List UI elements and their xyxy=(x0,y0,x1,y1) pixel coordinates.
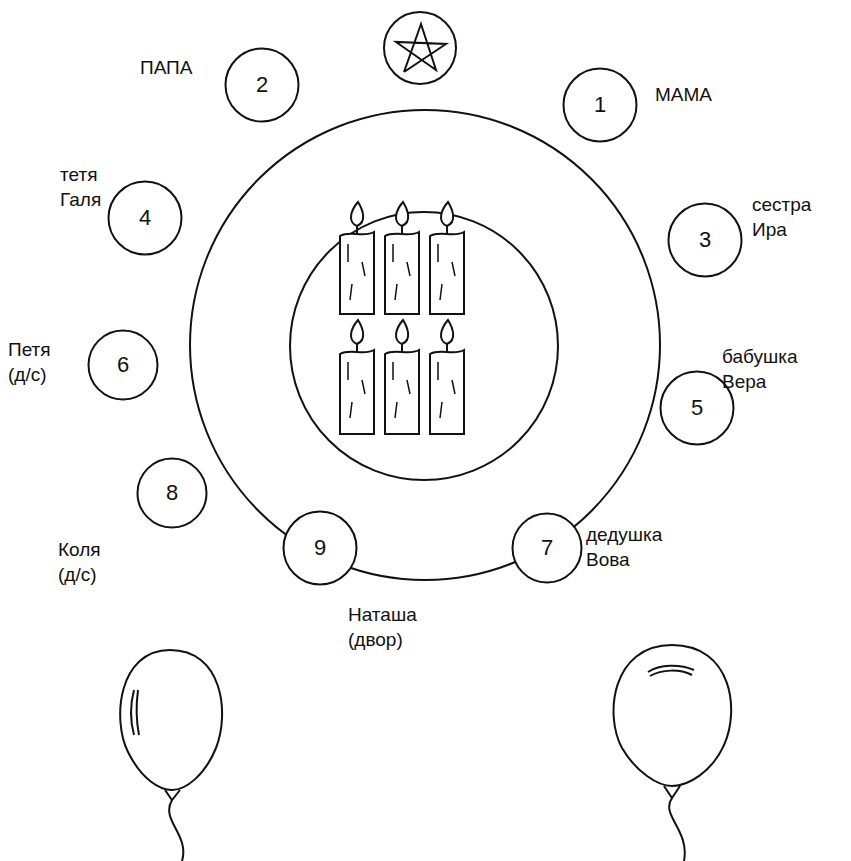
numbered-circle: 8Коля (д/с) xyxy=(136,457,208,529)
star-symbol xyxy=(396,24,446,72)
person-label: тетя Галя xyxy=(60,162,122,212)
candle-wick xyxy=(356,344,358,352)
candle-flame xyxy=(396,320,408,344)
cake-inner-circle xyxy=(290,212,558,480)
candle-body xyxy=(430,232,464,314)
balloon-string xyxy=(669,798,685,861)
candles xyxy=(340,202,464,434)
candle-drip xyxy=(438,362,455,418)
callout-number: 9 xyxy=(282,510,358,586)
candle-wick xyxy=(401,344,403,352)
candle-body xyxy=(340,350,374,434)
numbered-circle: 9Наташа (двор) xyxy=(282,510,358,586)
candle-drip xyxy=(348,244,365,300)
balloon-highlight xyxy=(131,690,139,735)
callout-number: 1 xyxy=(562,67,638,143)
balloon-knot xyxy=(664,786,680,798)
callout-number: 3 xyxy=(667,202,743,278)
balloon-knot xyxy=(165,790,180,800)
candle-flame xyxy=(351,320,363,344)
candle-flame xyxy=(351,202,363,226)
person-label: ПАПА xyxy=(140,55,230,80)
balloon xyxy=(614,645,732,786)
balloon xyxy=(120,650,222,790)
candle-body xyxy=(385,350,419,434)
candle-flame xyxy=(441,320,453,344)
candle-body xyxy=(385,232,419,314)
person-label: МАМА xyxy=(655,82,745,107)
numbered-circle: 3сестра Ира xyxy=(667,202,743,278)
person-label: Наташа (двор) xyxy=(348,602,438,652)
candle-wick xyxy=(446,344,448,352)
person-label: дедушка Вова xyxy=(586,522,691,572)
numbered-circle: 7дедушка Вова xyxy=(511,512,583,584)
balloon-highlight xyxy=(648,666,694,676)
callout-number: 7 xyxy=(511,512,583,584)
candle-flame xyxy=(396,202,408,226)
person-label: сестра Ира xyxy=(752,192,832,242)
callout-number: 4 xyxy=(107,180,183,256)
star-circle xyxy=(384,12,456,84)
candle-wick xyxy=(446,226,448,234)
candle-flame xyxy=(441,202,453,226)
callout-number: 6 xyxy=(87,329,159,401)
candle-drip xyxy=(348,362,365,418)
balloon-string xyxy=(169,800,183,861)
candle-drip xyxy=(393,362,410,418)
numbered-circle: Петя (д/с)6 xyxy=(87,329,159,401)
numbered-circle: ПАПА2 xyxy=(224,47,300,123)
candle-body xyxy=(340,232,374,314)
cake-outer-circle xyxy=(190,110,660,580)
callout-number: 5 xyxy=(659,370,735,446)
candle-drip xyxy=(438,244,455,300)
person-label: Коля (д/с) xyxy=(58,537,120,587)
numbered-circle: бабушка Вера5 xyxy=(659,370,735,446)
candle-wick xyxy=(356,226,358,234)
numbered-circle: 1МАМА xyxy=(562,67,638,143)
numbered-circle: тетя Галя4 xyxy=(107,180,183,256)
candle-wick xyxy=(401,226,403,234)
person-label: Петя (д/с) xyxy=(8,337,70,387)
candle-body xyxy=(430,350,464,434)
candle-drip xyxy=(393,244,410,300)
person-label: бабушка Вера xyxy=(722,344,834,394)
callout-number: 8 xyxy=(136,457,208,529)
callout-number: 2 xyxy=(224,47,300,123)
